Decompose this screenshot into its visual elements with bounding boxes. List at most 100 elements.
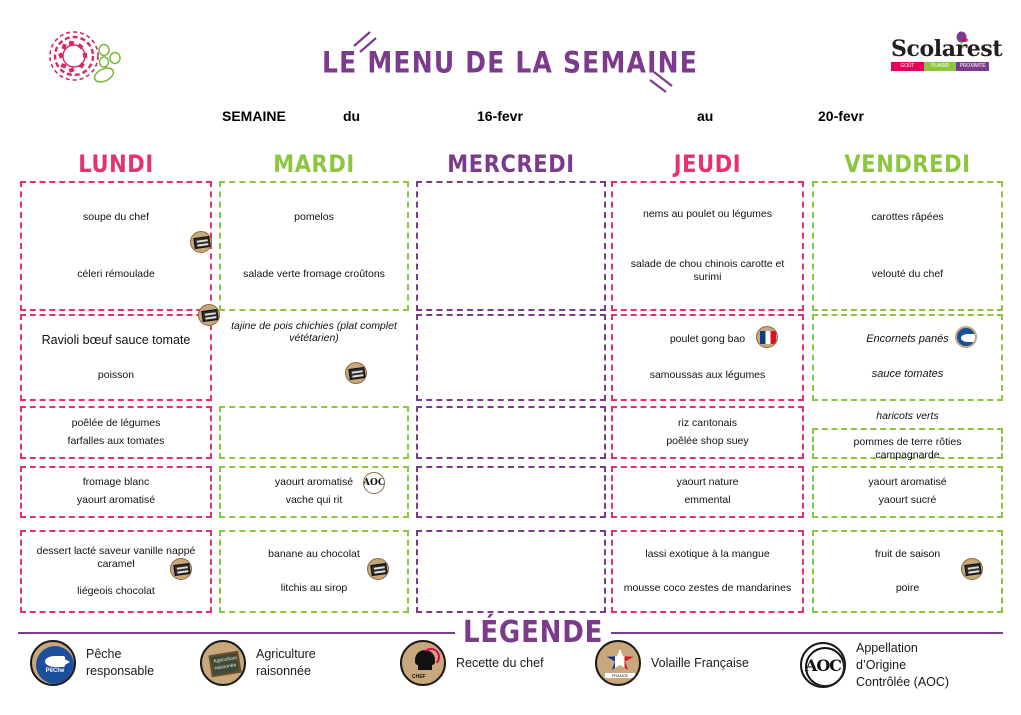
page-title: LE MENU DE LA SEMAINE [322,44,698,80]
menu-item: nems au poulet ou légumes [643,207,772,220]
menu-cell-mardi-4: yaourt aromatisé vache qui rit AOC [219,466,409,518]
page-header: LE MENU DE LA SEMAINE Scolarest GOÛT PLA… [0,0,1021,100]
menu-cell-mercredi-4 [416,466,606,518]
menu-item: soupe du chef [83,210,149,223]
menu-item: yaourt aromatisé [868,476,947,489]
menu-item: liégeois chocolat [77,584,155,597]
menu-cell-lundi-5: dessert lacté saveur vanille nappé caram… [20,530,212,613]
menu-cell-mercredi-3 [416,406,606,459]
menu-item: banane au chocolat [268,548,360,561]
legend-label: Agriculture raisonnée [256,647,316,678]
menu-cell-jeudi-5: lassi exotique à la mangue mousse coco ze… [611,530,804,613]
legend-label: Recette du chef [456,655,544,670]
menu-item: dessert lacté saveur vanille nappé caram… [36,544,196,571]
aoc-icon: AOC [800,642,846,689]
menu-cell-vendredi-4: yaourt aromatisé yaourt sucré [812,466,1003,518]
menu-cell-mardi-3 [219,406,409,459]
week-label: SEMAINE [222,108,286,124]
recette-du-chef-icon [367,558,389,580]
leaf-icon [956,31,968,45]
legend-title: LÉGENDE [455,615,612,651]
menu-item: salade de chou chinois carotte et surimi [630,258,785,284]
menu-item-side: haricots verts [876,410,939,422]
sparkle-right-icon [649,71,673,93]
menu-cell-vendredi-3: pommes de terre rôties campagnarde [812,428,1003,462]
tagline-1: PLAISIR [923,62,957,71]
week-from-date: 16-fevr [477,108,523,124]
tagline-2: PROXIMITÉ [956,62,990,71]
recette-du-chef-icon [961,558,983,580]
week-to-label: au [697,108,714,124]
menu-cell-mardi-5: banane au chocolat litchis au sirop [219,530,409,613]
menu-item: salade verte fromage croûtons [243,267,385,280]
menu-item: tajine de pois chichies (plat complet vé… [231,320,397,344]
circular-stamp-icon [49,31,121,83]
menu-item: mousse coco zestes de mandarines [623,581,792,594]
menu-item: poulet gong bao [669,333,746,346]
sparkle-left-icon [353,31,377,53]
menu-item: lassi exotique à la mangue [645,548,770,561]
day-header-mercredi: MERCREDI [447,150,575,178]
day-header-lundi: LUNDI [78,150,154,178]
legend-label: Appellation d’Origine Contrôlée (AOC) [856,641,950,689]
menu-cell-lundi-1: soupe du chef céleri rémoulade [20,181,212,311]
menu-item: farfalles aux tomates [67,435,165,448]
legend-label: Pêche responsable [86,647,155,678]
menu-cell-mardi-2: tajine de pois chichies (plat complet vé… [219,314,409,401]
volaille-francaise-icon [756,326,778,348]
menu-cell-vendredi-1: carottes râpées velouté du chef [812,181,1003,311]
menu-item: emmental [684,494,731,507]
brand-tagline: GOÛT PLAISIR PROXIMITÉ [891,62,990,71]
menu-item: yaourt aromatisé [274,476,354,489]
week-range: SEMAINE du 16-fevr au 20-fevr [0,108,1021,134]
recette-du-chef-icon [190,231,212,253]
menu-cell-mercredi-1 [416,181,606,311]
recette-du-chef-icon [170,558,192,580]
day-header-jeudi: JEUDI [673,150,742,178]
menu-item: pomelos [294,210,334,223]
menu-item: litchis au sirop [280,581,348,594]
peche-responsable-icon: PêChe [30,640,76,686]
menu-item: poêlée de légumes [71,416,161,429]
menu-item: samoussas aux légumes [649,368,766,381]
menu-item: yaourt sucré [878,494,937,507]
menu-item: pommes de terre rôties campagnarde [853,436,962,462]
day-header-vendredi: VENDREDI [844,150,971,178]
agriculture-raisonnee-icon [345,362,367,384]
menu-item: poire [895,581,920,594]
menu-item: yaourt nature [676,476,739,489]
menu-item: yaourt aromatisé [76,494,156,507]
tagline-0: GOÛT [891,62,924,71]
aoc-icon: AOC [363,472,385,494]
menu-item: vache qui rit [285,494,343,507]
menu-item: Encornets panés [866,332,949,345]
scolarest-logo: Scolarest GOÛT PLAISIR PROXIMITÉ [891,31,1003,71]
menu-item: riz cantonais [678,416,737,429]
menu-cell-jeudi-1: nems au poulet ou légumes salade de chou … [611,181,804,311]
menu-cell-vendredi-5: fruit de saison poire [812,530,1003,613]
week-to-date: 20-fevr [818,108,864,124]
menu-cell-vendredi-2: Encornets panés sauce tomates [812,314,1003,401]
peche-responsable-icon [955,326,977,348]
menu-cell-mercredi-5 [416,530,606,613]
brand-name: Scolarest [891,36,1003,62]
menu-cell-jeudi-4: yaourt nature emmental [611,466,804,518]
menu-item: céleri rémoulade [77,267,155,280]
menu-item: sauce tomates [871,368,944,381]
menu-item: carottes râpées [871,210,944,223]
legend-item-0: PêChe Pêche responsable [30,640,154,686]
menu-item: Ravioli bœuf sauce tomate [41,332,191,347]
menu-cell-lundi-3: poêlée de légumes farfalles aux tomates [20,406,212,459]
agriculture-raisonnee-icon [198,304,220,326]
menu-item: velouté du chef [871,267,944,280]
menu-item: fruit de saison [874,548,941,561]
legend-label: Volaille Française [651,655,749,670]
